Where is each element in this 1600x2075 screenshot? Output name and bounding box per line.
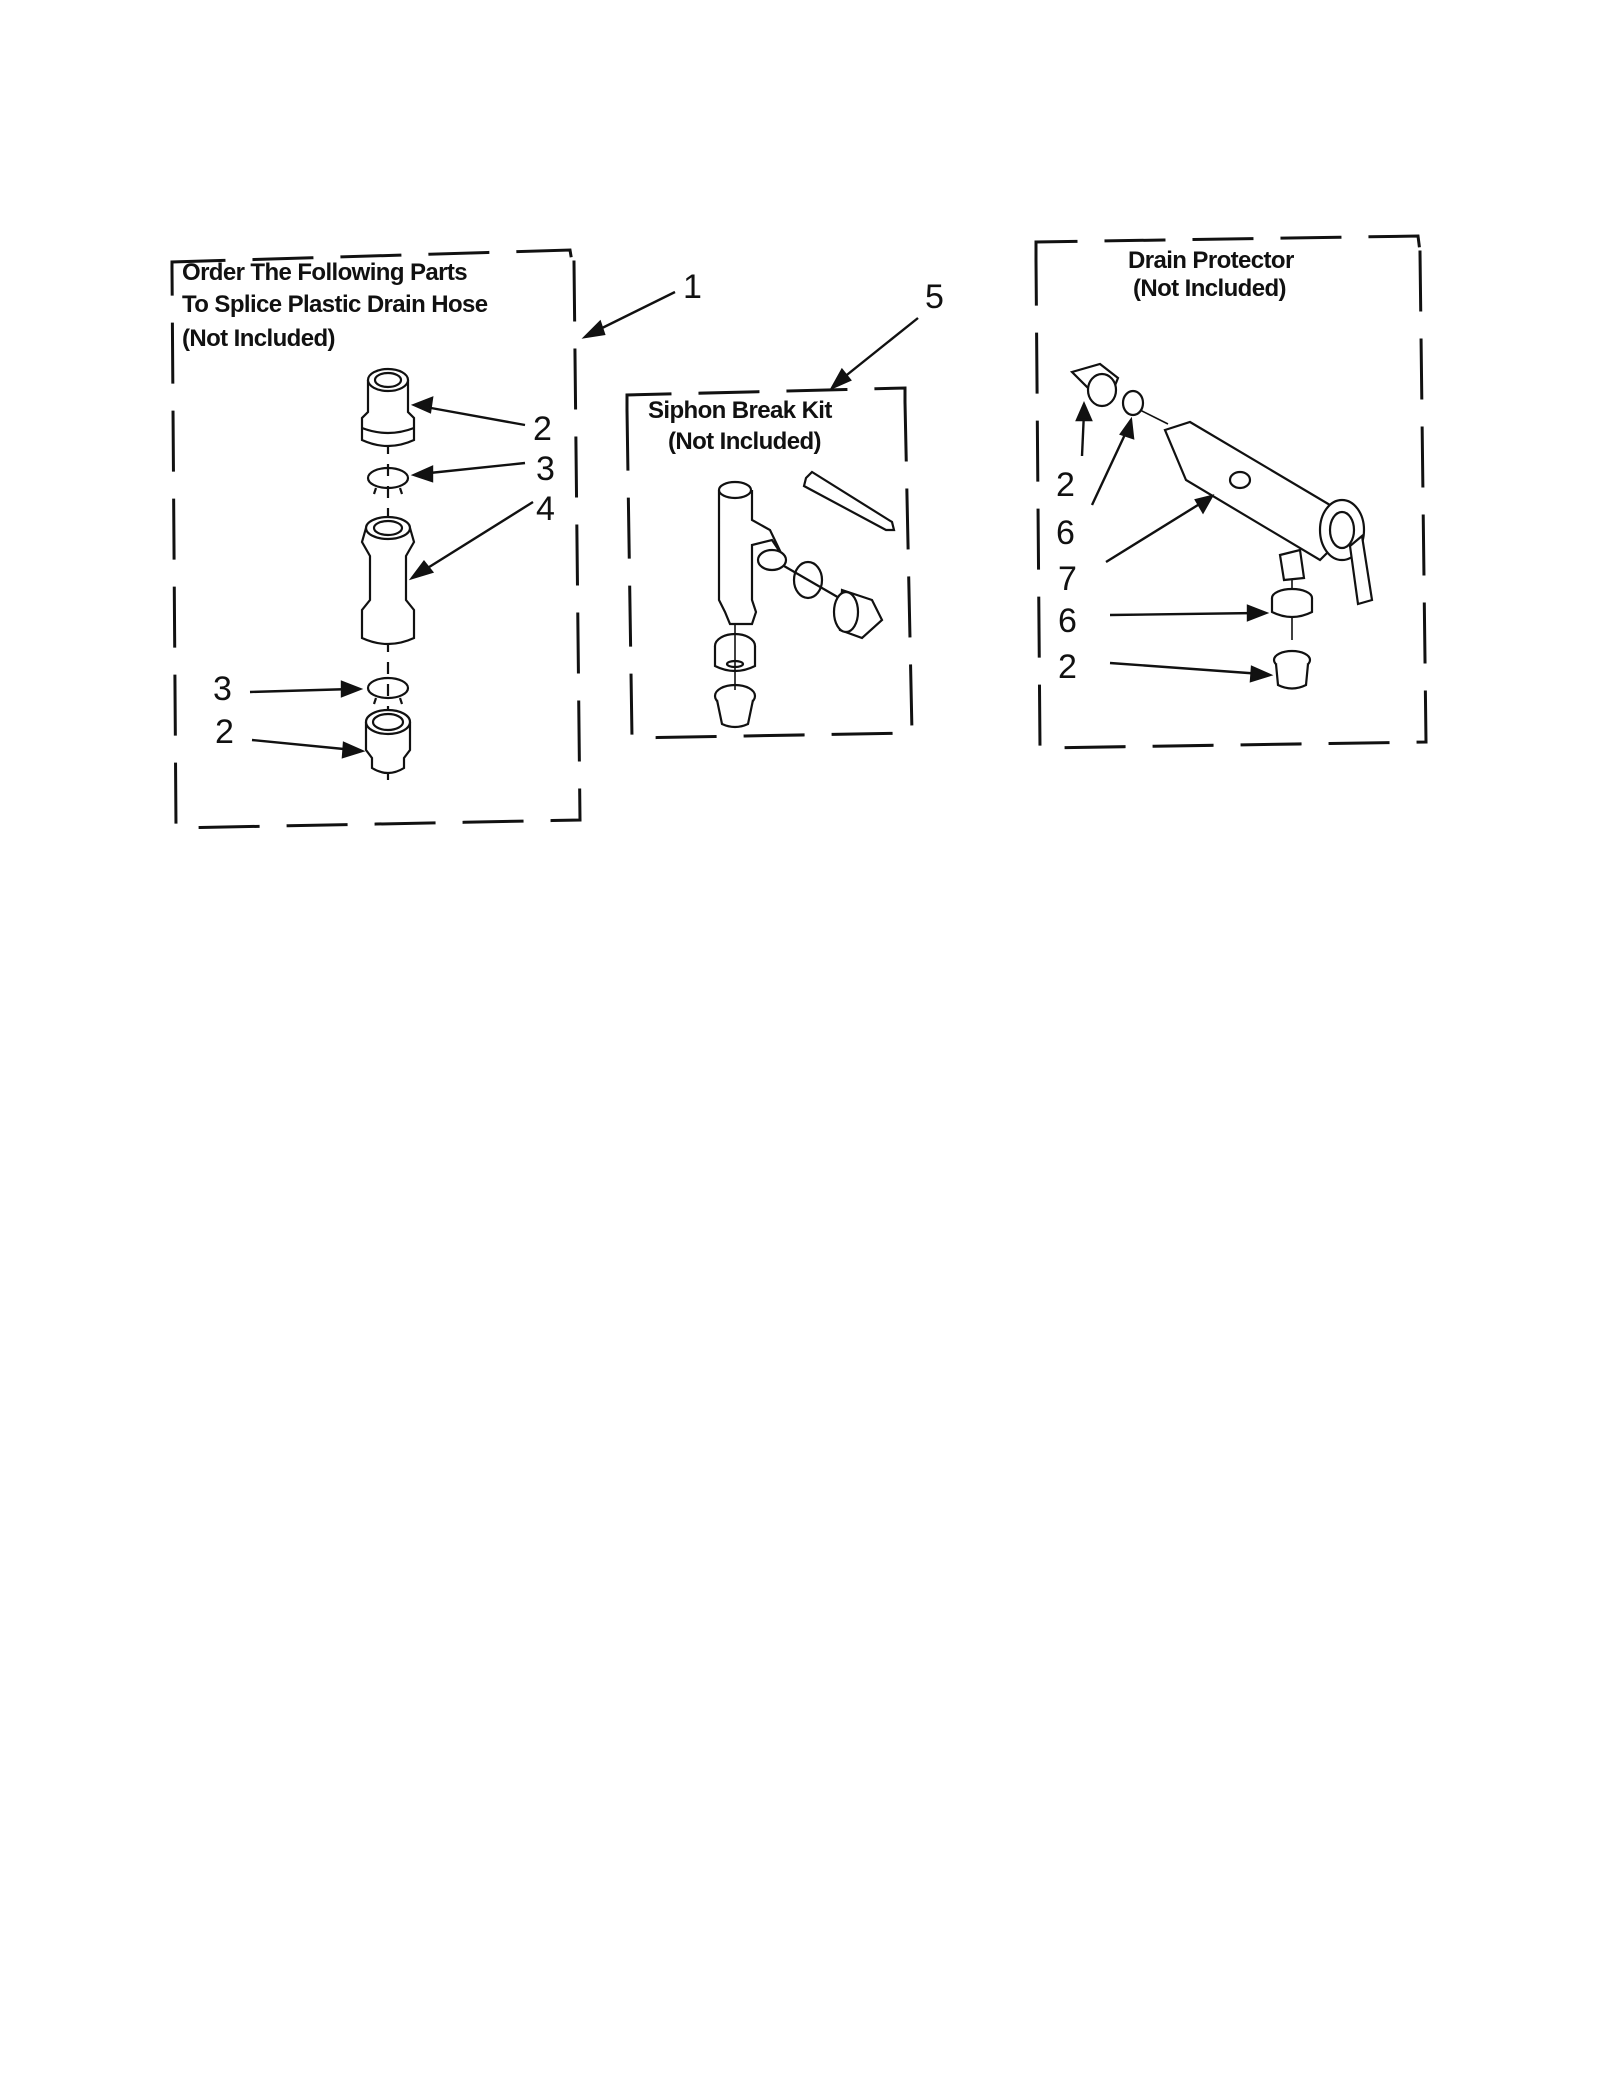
splice-kit-title-line-1: Order The Following Parts	[182, 259, 468, 286]
siphon-kit-title-line-2: (Not Included)	[668, 428, 822, 455]
splice-kit-title-line-3: (Not Included)	[182, 325, 336, 352]
nut-icon	[1121, 389, 1145, 417]
adapter-icon	[1272, 649, 1312, 690]
tee-fitting-icon	[717, 480, 788, 626]
siphon-kit-title-line-1: Siphon Break Kit	[648, 397, 832, 424]
drain-protector-box	[1034, 234, 1428, 750]
hose-clamp-icon	[366, 676, 410, 705]
callout-1: 1	[683, 268, 702, 306]
hose-adapter-icon	[360, 367, 416, 448]
part-label-7: 7	[1058, 560, 1077, 598]
adapter-icon	[1069, 362, 1120, 408]
part-label-6: 6	[1056, 514, 1075, 552]
drain-protector-body-icon	[1163, 420, 1374, 606]
splice-parts-art	[360, 367, 416, 780]
splice-kit-title-line-2: To Splice Plastic Drain Hose	[182, 291, 488, 318]
part-label-2: 2	[215, 713, 234, 751]
part-label-2: 2	[1058, 648, 1077, 686]
part-label-2: 2	[533, 410, 552, 448]
drain-protector-title-line-2: (Not Included)	[1133, 275, 1287, 302]
part-label-2: 2	[1056, 466, 1075, 504]
hose-connector-icon	[360, 515, 416, 646]
nut-icon	[1270, 587, 1314, 619]
cable-tie-icon	[802, 470, 896, 532]
drain-protector-title-line-1: Drain Protector	[1128, 247, 1294, 274]
adapter-icon	[713, 683, 757, 729]
part-label-4: 4	[536, 490, 555, 528]
part-label-3: 3	[213, 670, 232, 708]
leader-arrows	[249, 290, 1274, 759]
callout-5: 5	[925, 278, 944, 316]
part-label-6: 6	[1058, 602, 1077, 640]
hose-adapter-icon	[364, 708, 412, 775]
hose-clamp-icon	[366, 466, 410, 495]
splice-kit-box	[170, 248, 582, 830]
part-label-3: 3	[536, 450, 555, 488]
siphon-kit-box	[625, 386, 914, 740]
siphon-kit-art	[713, 470, 896, 729]
coupling-icon	[832, 588, 884, 640]
drain-protector-art	[1069, 362, 1374, 690]
